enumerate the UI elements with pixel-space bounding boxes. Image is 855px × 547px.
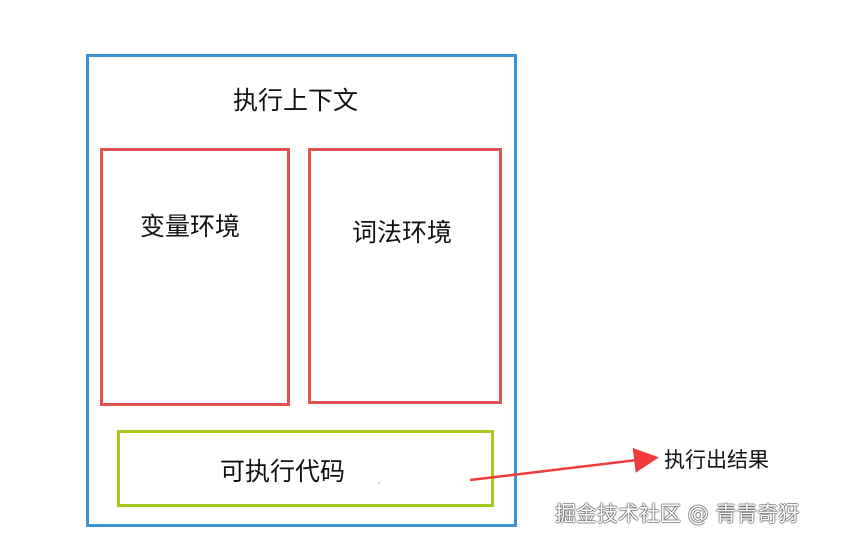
executable-code-label: 可执行代码 [220, 457, 346, 486]
watermark-text: 掘金技术社区 @ 青青奇犽 [555, 502, 800, 526]
result-label: 执行出结果 [664, 448, 769, 472]
execution-context-title: 执行上下文 [233, 86, 359, 115]
variable-environment-box [100, 148, 290, 406]
variable-environment-label: 变量环境 [140, 212, 241, 241]
execution-context-box [86, 54, 517, 527]
lexical-environment-label: 词法环境 [352, 218, 453, 247]
lexical-environment-box [308, 148, 502, 404]
small-dot-mark [378, 482, 380, 484]
